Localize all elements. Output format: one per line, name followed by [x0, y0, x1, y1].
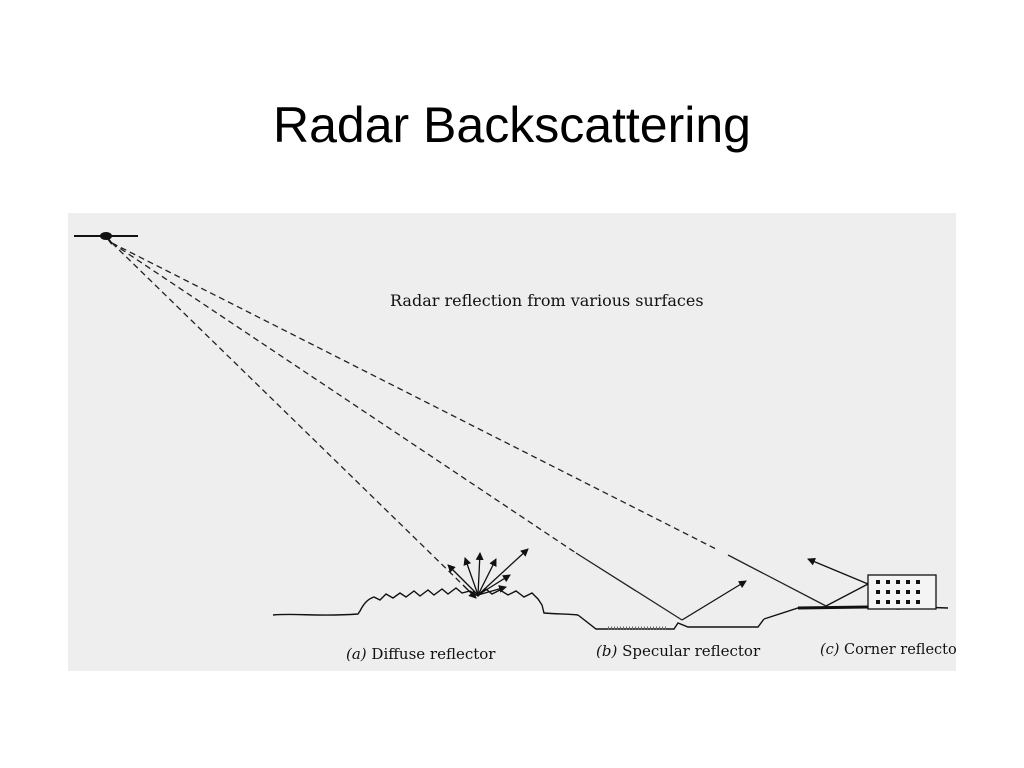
corner-ground: [797, 605, 869, 610]
slide-title: Radar Backscattering: [272, 97, 751, 153]
building-icon: [867, 574, 937, 610]
radar-figure: Radar reflection from various surfaces: [68, 213, 956, 671]
diffuse-scatter-arrows: [447, 548, 529, 596]
corner-bounce: [825, 583, 869, 607]
beam-b-solid: [575, 552, 683, 621]
caption-specular: (b) Specular reflector: [596, 642, 761, 660]
aircraft-icon: [74, 232, 138, 245]
corner-return-arrow: [807, 558, 869, 585]
beam-c-solid: [727, 554, 827, 607]
radar-beams: [111, 242, 827, 621]
beam-b-dashed: [111, 242, 577, 554]
caption-diffuse: (a) Diffuse reflector: [346, 645, 496, 663]
beam-a-dashed: [111, 242, 464, 586]
caption-corner: (c) Corner reflector: [820, 642, 956, 658]
specular-reflection-arrow: [681, 580, 747, 621]
figure-heading: Radar reflection from various surfaces: [390, 291, 704, 310]
beam-c-dashed: [111, 242, 717, 550]
radar-diagram: Radar reflection from various surfaces: [74, 232, 956, 663]
